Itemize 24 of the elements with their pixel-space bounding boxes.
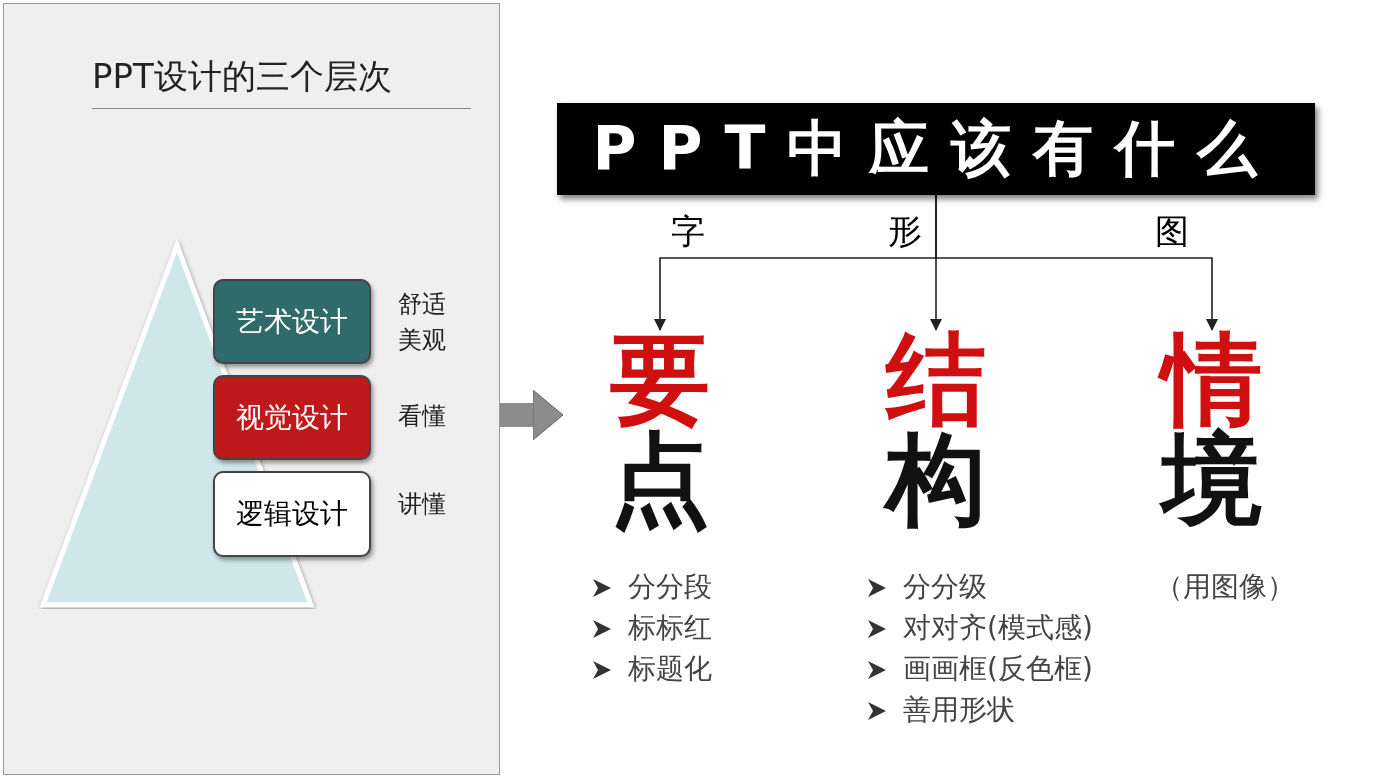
- level-box: 视觉设计: [213, 375, 371, 460]
- level-note: 舒适美观: [398, 289, 447, 356]
- bullet-text: 对对齐(模式感): [903, 611, 1093, 645]
- edge-label: 字: [671, 212, 705, 250]
- side-panel: [3, 3, 500, 775]
- level-note: 看懂: [398, 401, 447, 432]
- panel-title: PPT设计的三个层次: [92, 54, 471, 109]
- bullet-text: 分分段: [628, 570, 712, 604]
- bullet-text: （用图像）: [1155, 570, 1295, 604]
- keyword-character: 要: [609, 330, 711, 430]
- bullet-text: 善用形状: [903, 693, 1015, 727]
- title-bar: PPT中应该有什么: [557, 103, 1315, 195]
- bullet-text: 标题化: [628, 652, 712, 686]
- bullet-text: 画画框(反色框): [903, 652, 1093, 686]
- bullet-text: 标标红: [628, 611, 712, 645]
- keyword-character: 情: [1152, 330, 1272, 430]
- level-box: 艺术设计: [213, 279, 371, 364]
- connector-arrow: [935, 194, 1218, 331]
- level-note: 讲懂: [398, 489, 447, 520]
- level-box: 逻辑设计: [213, 471, 371, 557]
- block-arrow: [500, 389, 564, 441]
- keyword-character: 构: [876, 430, 996, 530]
- keyword-character: 结: [885, 330, 987, 430]
- bullet-text: 分分级: [903, 570, 987, 604]
